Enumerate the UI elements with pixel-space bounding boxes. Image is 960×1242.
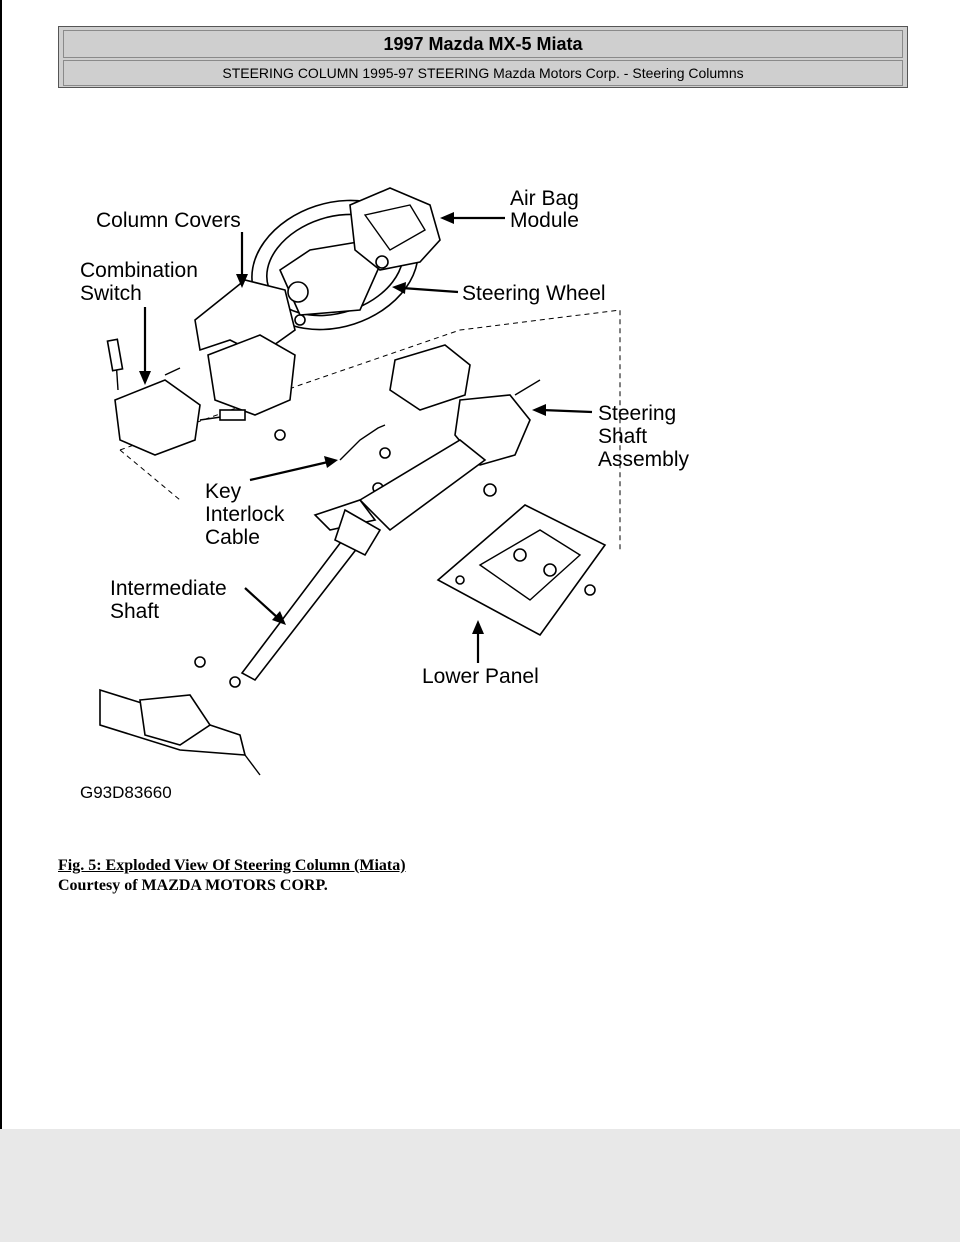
page-footer-area xyxy=(0,1129,960,1242)
screws xyxy=(194,429,596,688)
steering-shaft-assembly-part xyxy=(313,344,541,532)
steering-rack-part xyxy=(99,688,261,776)
intermediate-shaft-part xyxy=(240,508,382,682)
air-bag-module-part xyxy=(349,187,441,271)
label-column-covers: Column Covers xyxy=(96,209,241,232)
label-key-line1: Key xyxy=(205,480,242,503)
figure-caption: Fig. 5: Exploded View Of Steering Column… xyxy=(58,856,406,896)
label-combination-line2: Switch xyxy=(80,282,142,305)
label-steering-shaft-line1: Steering xyxy=(598,402,676,425)
page-left-border xyxy=(0,0,2,1129)
key-interlock-cable-part xyxy=(339,424,386,461)
label-lower-panel: Lower Panel xyxy=(422,665,539,688)
lower-panel-part xyxy=(436,504,607,637)
label-intermediate-line1: Intermediate xyxy=(110,577,227,600)
label-air-bag-line1: Air Bag xyxy=(510,187,579,210)
figure-courtesy: Courtesy of MAZDA MOTORS CORP. xyxy=(58,877,328,894)
document-title: 1997 Mazda MX-5 Miata xyxy=(63,30,903,58)
label-steering-wheel: Steering Wheel xyxy=(462,282,606,305)
label-key-line2: Interlock xyxy=(205,503,285,526)
figure-title: Fig. 5: Exploded View Of Steering Column… xyxy=(58,857,406,874)
label-intermediate-line2: Shaft xyxy=(110,600,159,623)
label-air-bag-line2: Module xyxy=(510,209,579,232)
steering-column-diagram: Air Bag Module Column Covers Combination… xyxy=(80,187,690,802)
document-header: 1997 Mazda MX-5 Miata STEERING COLUMN 19… xyxy=(58,26,908,88)
combination-switch-part xyxy=(106,338,246,456)
label-steering-shaft-line2: Shaft xyxy=(598,425,647,448)
document-subtitle: STEERING COLUMN 1995-97 STEERING Mazda M… xyxy=(63,60,903,86)
leader-arrows xyxy=(139,212,593,663)
label-key-line3: Cable xyxy=(205,526,260,549)
label-steering-shaft-line3: Assembly xyxy=(598,448,690,471)
column-covers-part xyxy=(194,279,306,416)
figure-code: G93D83660 xyxy=(80,783,172,802)
label-combination-line1: Combination xyxy=(80,259,198,282)
